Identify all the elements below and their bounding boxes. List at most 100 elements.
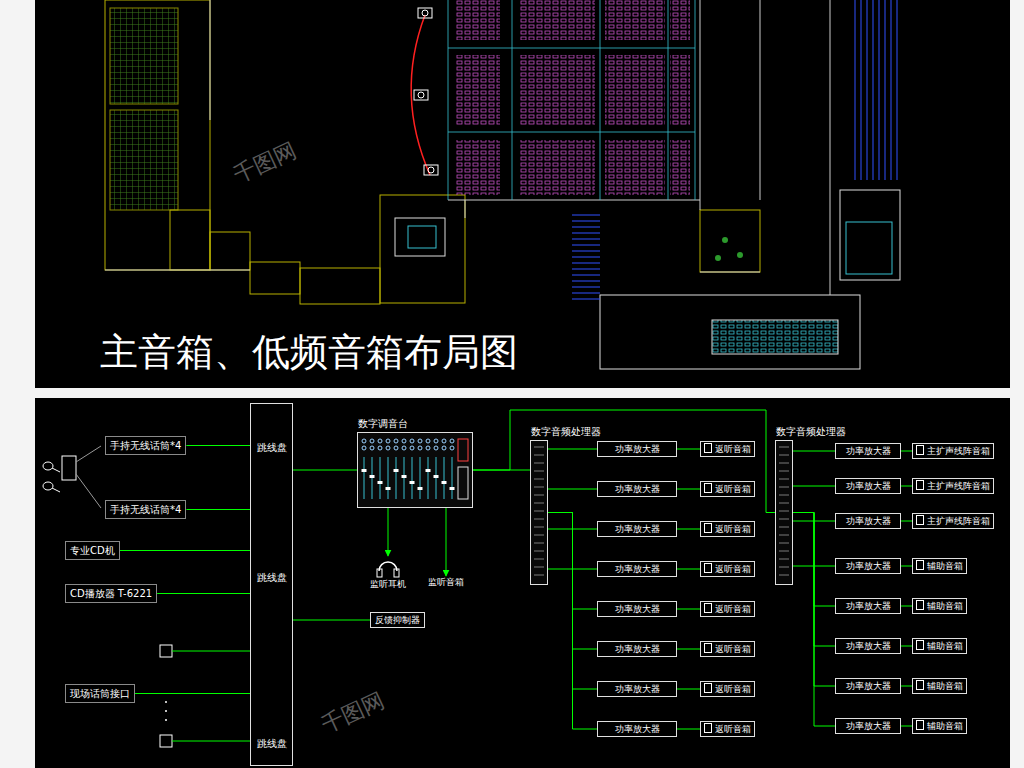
wire	[76, 474, 101, 508]
mixer-faders	[358, 433, 472, 507]
stair	[572, 269, 600, 270]
wall	[380, 195, 465, 303]
rack-slot	[779, 575, 789, 576]
device-label: 数字音频处理器	[531, 426, 601, 438]
wall	[250, 262, 300, 294]
fader-cap	[370, 475, 375, 478]
device-label: 手持无线话筒*4	[110, 504, 181, 515]
knob	[434, 446, 438, 450]
knob	[418, 439, 422, 443]
device-label: 功率放大器	[615, 564, 660, 574]
speaker-icon	[704, 603, 712, 613]
device-label: 手持无线话筒*4	[110, 440, 181, 451]
signal-wire	[473, 410, 775, 513]
signal-wire	[677, 529, 700, 530]
device-label: 功率放大器	[615, 484, 660, 494]
speaker: 返听音箱	[700, 521, 755, 537]
signal-wire	[446, 508, 447, 576]
knob	[378, 439, 382, 443]
signal-wire	[548, 449, 597, 450]
rack-slot	[779, 567, 789, 568]
seating-block	[605, 140, 665, 195]
fixture	[715, 255, 721, 261]
panel	[35, 398, 1010, 768]
wall-line	[700, 0, 701, 210]
floor-plan	[105, 0, 900, 369]
device-label: 监听音箱	[428, 576, 464, 588]
knob	[450, 446, 454, 450]
stair	[572, 227, 600, 228]
stair	[861, 0, 862, 180]
meter	[458, 439, 468, 461]
device-label: 返听音箱	[715, 524, 751, 534]
fader-track	[420, 457, 421, 499]
seating-block	[455, 140, 500, 195]
speaker-icon	[916, 445, 924, 455]
stair	[572, 251, 600, 252]
signal-wire	[677, 729, 700, 730]
rack-slot	[534, 487, 544, 488]
stair	[572, 281, 600, 282]
stair	[855, 0, 856, 180]
fader-track	[444, 457, 445, 499]
device-label: 功率放大器	[615, 644, 660, 654]
signal-wire	[793, 451, 835, 452]
rack-slot	[779, 471, 789, 472]
rack-slots	[776, 441, 792, 584]
speaker-symbol	[414, 90, 428, 100]
meter	[458, 467, 468, 499]
ellipsis-dot	[165, 701, 167, 703]
knob	[450, 439, 454, 443]
panel	[35, 0, 1010, 388]
signal-wire	[901, 451, 912, 452]
rack-slot	[534, 527, 544, 528]
wire	[76, 446, 101, 462]
ellipsis-dot	[165, 710, 167, 712]
stair	[873, 0, 874, 180]
seating-block	[520, 55, 595, 125]
speaker-icon	[916, 515, 924, 525]
signal-wire	[677, 649, 700, 650]
speaker: 辅助音箱	[912, 718, 967, 734]
rack-slot	[779, 519, 789, 520]
device-label: 返听音箱	[715, 444, 751, 454]
knob	[434, 439, 438, 443]
speaker-symbol	[424, 165, 438, 175]
signal-wire	[293, 620, 370, 621]
signal-wire	[901, 726, 912, 727]
signal-wire	[135, 693, 250, 694]
signal-wire	[901, 521, 912, 522]
source-device: 专业CD机	[65, 541, 120, 560]
device-label: 主扩声线阵音箱	[927, 481, 990, 491]
device-label: 辅助音箱	[927, 641, 963, 651]
fader-track	[380, 457, 381, 499]
knob	[410, 439, 414, 443]
fader-cap	[362, 469, 367, 472]
knob	[442, 439, 446, 443]
speaker-icon	[704, 483, 712, 493]
knob	[370, 446, 374, 450]
mic-symbol	[43, 482, 53, 490]
stair	[572, 239, 600, 240]
device-label: 返听音箱	[715, 604, 751, 614]
device-label: 功率放大器	[846, 681, 891, 691]
device-label: 功率放大器	[846, 446, 891, 456]
rack-slot	[534, 503, 544, 504]
knob	[426, 439, 430, 443]
rack-slot	[779, 455, 789, 456]
signal-wire	[901, 646, 912, 647]
device-label: 功率放大器	[846, 601, 891, 611]
room-hatch	[110, 8, 178, 104]
mic-symbol	[43, 462, 53, 470]
stair	[885, 0, 886, 180]
jack-symbol	[160, 735, 172, 747]
device-label: 返听音箱	[715, 484, 751, 494]
speaker-icon	[704, 643, 712, 653]
seating-block	[670, 55, 690, 125]
power-amplifier: 功率放大器	[597, 601, 677, 617]
speaker-icon	[704, 683, 712, 693]
device-label: 功率放大器	[615, 524, 660, 534]
knob	[418, 446, 422, 450]
device-label: 返听音箱	[715, 564, 751, 574]
